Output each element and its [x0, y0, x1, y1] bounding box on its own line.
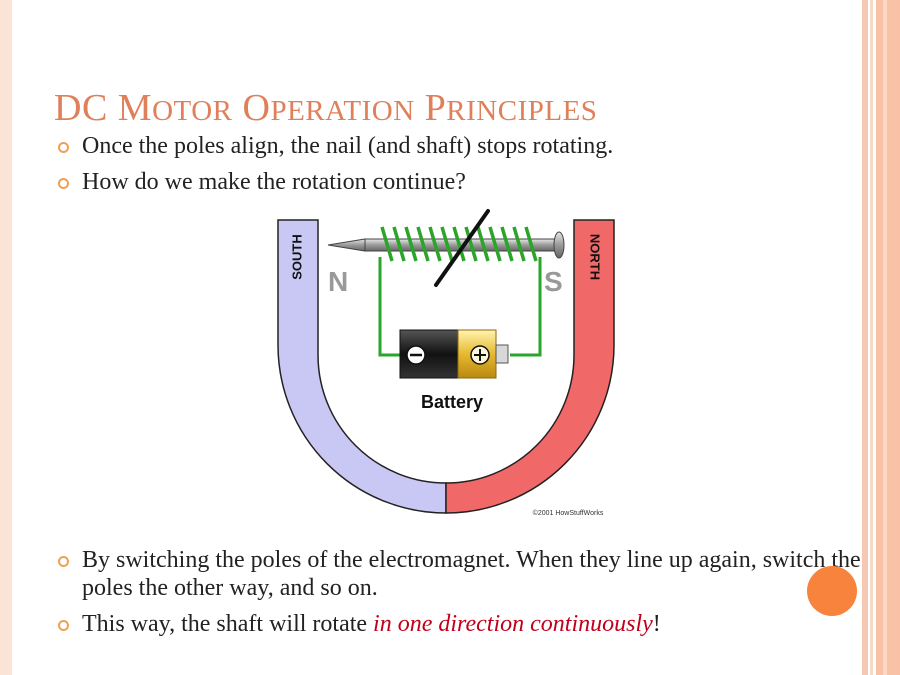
title-word-4: PRINCIPLES — [424, 87, 598, 129]
right-stripe-1 — [862, 0, 868, 675]
right-stripe-3 — [876, 0, 900, 675]
right-stripe-2 — [870, 0, 873, 675]
bullet-item: How do we make the rotation continue? — [58, 168, 898, 196]
title-word-3: OPERATION — [242, 87, 415, 129]
coil — [380, 226, 538, 262]
bullet-text: This way, the shaft will rotate — [82, 611, 374, 637]
battery-label: Battery — [421, 392, 483, 412]
motor-diagram: SOUTH NORTH N S — [277, 209, 615, 517]
bullet-list-top: Once the poles align, the nail (and shaf… — [58, 132, 898, 204]
left-border — [0, 0, 12, 675]
north-label: NORTH — [588, 234, 603, 280]
bullet-icon — [58, 556, 69, 567]
title-word-2: MOTOR — [117, 87, 233, 129]
bullet-text: How do we make the rotation continue? — [82, 169, 466, 195]
bullet-icon — [58, 178, 69, 189]
rotation-axis-line — [434, 209, 490, 287]
circuit-wire — [378, 257, 542, 357]
right-stripe-4 — [883, 0, 887, 675]
copyright-notice: ©2001 HowStuffWorks — [533, 509, 604, 517]
bullet-text: Once the poles align, the nail (and shaf… — [82, 133, 614, 159]
battery — [399, 329, 509, 379]
bullet-list-bottom: By switching the poles of the electromag… — [58, 546, 898, 646]
slide-title: DC MOTOR OPERATION PRINCIPLES — [54, 86, 597, 130]
bullet-item: Once the poles align, the nail (and shaf… — [58, 132, 898, 160]
emphasis-text: in one direction continuously — [373, 611, 653, 637]
magnet-north-pole — [445, 219, 615, 514]
bullet-item: By switching the poles of the electromag… — [58, 546, 898, 602]
south-label: SOUTH — [289, 234, 304, 280]
bullet-icon — [58, 142, 69, 153]
bullet-icon — [58, 620, 69, 631]
s-pole-label: S — [544, 266, 563, 297]
decorative-circle — [807, 566, 857, 616]
bullet-text-end: ! — [652, 611, 661, 637]
bullet-item: This way, the shaft will rotate in one d… — [58, 610, 898, 638]
title-word-1: DC — [54, 87, 108, 129]
bullet-text: By switching the poles of the electromag… — [82, 547, 861, 601]
n-pole-label: N — [328, 266, 348, 297]
